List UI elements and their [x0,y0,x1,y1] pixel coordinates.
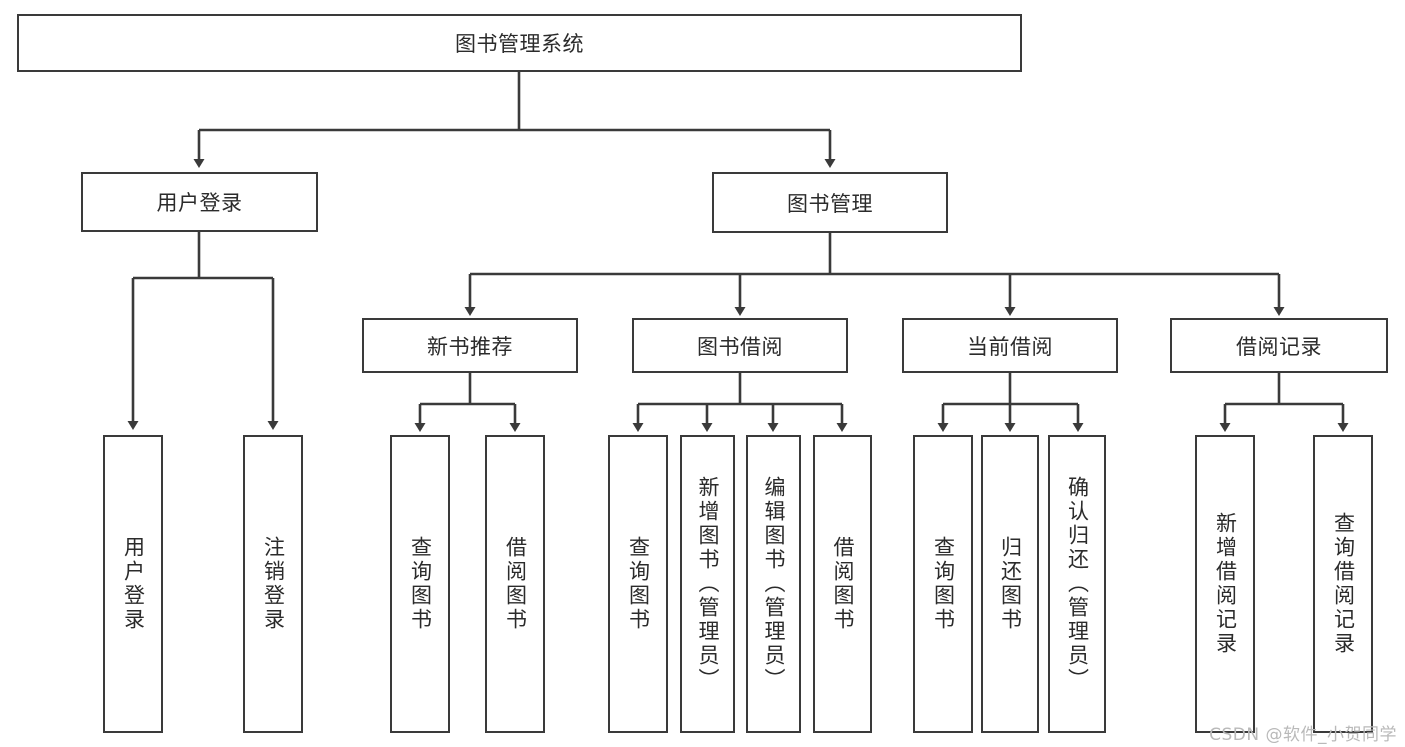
leaf-record-add-record[interactable]: 新增借阅记录 [1195,435,1255,733]
leaf-current-query-book[interactable]: 查询图书 [913,435,973,733]
node-label: 图书管理系统 [455,32,584,56]
leaf-recommend-query-book[interactable]: 查询图书 [390,435,450,733]
node-label: 查询图书 [408,536,433,632]
node-book-management[interactable]: 图书管理 [712,172,948,233]
node-label: 图书借阅 [697,334,783,359]
node-label: 新书推荐 [427,334,513,359]
node-label: 借阅图书 [503,536,528,632]
node-label: 用户登录 [156,191,243,215]
leaf-recommend-borrow-book[interactable]: 借阅图书 [485,435,545,733]
node-label: 用户登录 [121,536,146,632]
watermark-text: CSDN @软件_小贺同学 [1209,725,1397,745]
node-label: 新增借阅记录 [1213,512,1238,656]
node-label: 确认归还（管理员） [1065,476,1090,692]
leaf-current-return-book[interactable]: 归还图书 [981,435,1039,733]
node-borrow-record[interactable]: 借阅记录 [1170,318,1388,373]
node-label: 编辑图书（管理员） [762,476,786,692]
leaf-borrow-edit-book[interactable]: 编辑图书（管理员） [746,435,801,733]
node-user-login[interactable]: 用户登录 [81,172,318,232]
leaf-user-login-logout[interactable]: 注销登录 [243,435,303,733]
node-label: 注销登录 [261,536,286,632]
node-label: 借阅图书 [831,536,855,632]
node-label: 查询借阅记录 [1331,512,1356,656]
leaf-borrow-borrow-book[interactable]: 借阅图书 [813,435,872,733]
leaf-record-query-record[interactable]: 查询借阅记录 [1313,435,1373,733]
node-label: 新增图书（管理员） [696,476,720,692]
node-label: 查询图书 [626,536,651,632]
node-label: 借阅记录 [1236,334,1322,359]
node-label: 当前借阅 [967,334,1053,359]
node-label: 图书管理 [787,191,873,216]
leaf-borrow-add-book[interactable]: 新增图书（管理员） [680,435,735,733]
node-current-borrow[interactable]: 当前借阅 [902,318,1118,373]
node-label: 归还图书 [998,536,1023,632]
node-label: 查询图书 [931,536,956,632]
leaf-borrow-query-book[interactable]: 查询图书 [608,435,668,733]
leaf-user-login-login[interactable]: 用户登录 [103,435,163,733]
node-book-borrow[interactable]: 图书借阅 [632,318,848,373]
node-new-book-recommend[interactable]: 新书推荐 [362,318,578,373]
node-root-system[interactable]: 图书管理系统 [17,14,1022,72]
leaf-current-confirm-return[interactable]: 确认归还（管理员） [1048,435,1106,733]
